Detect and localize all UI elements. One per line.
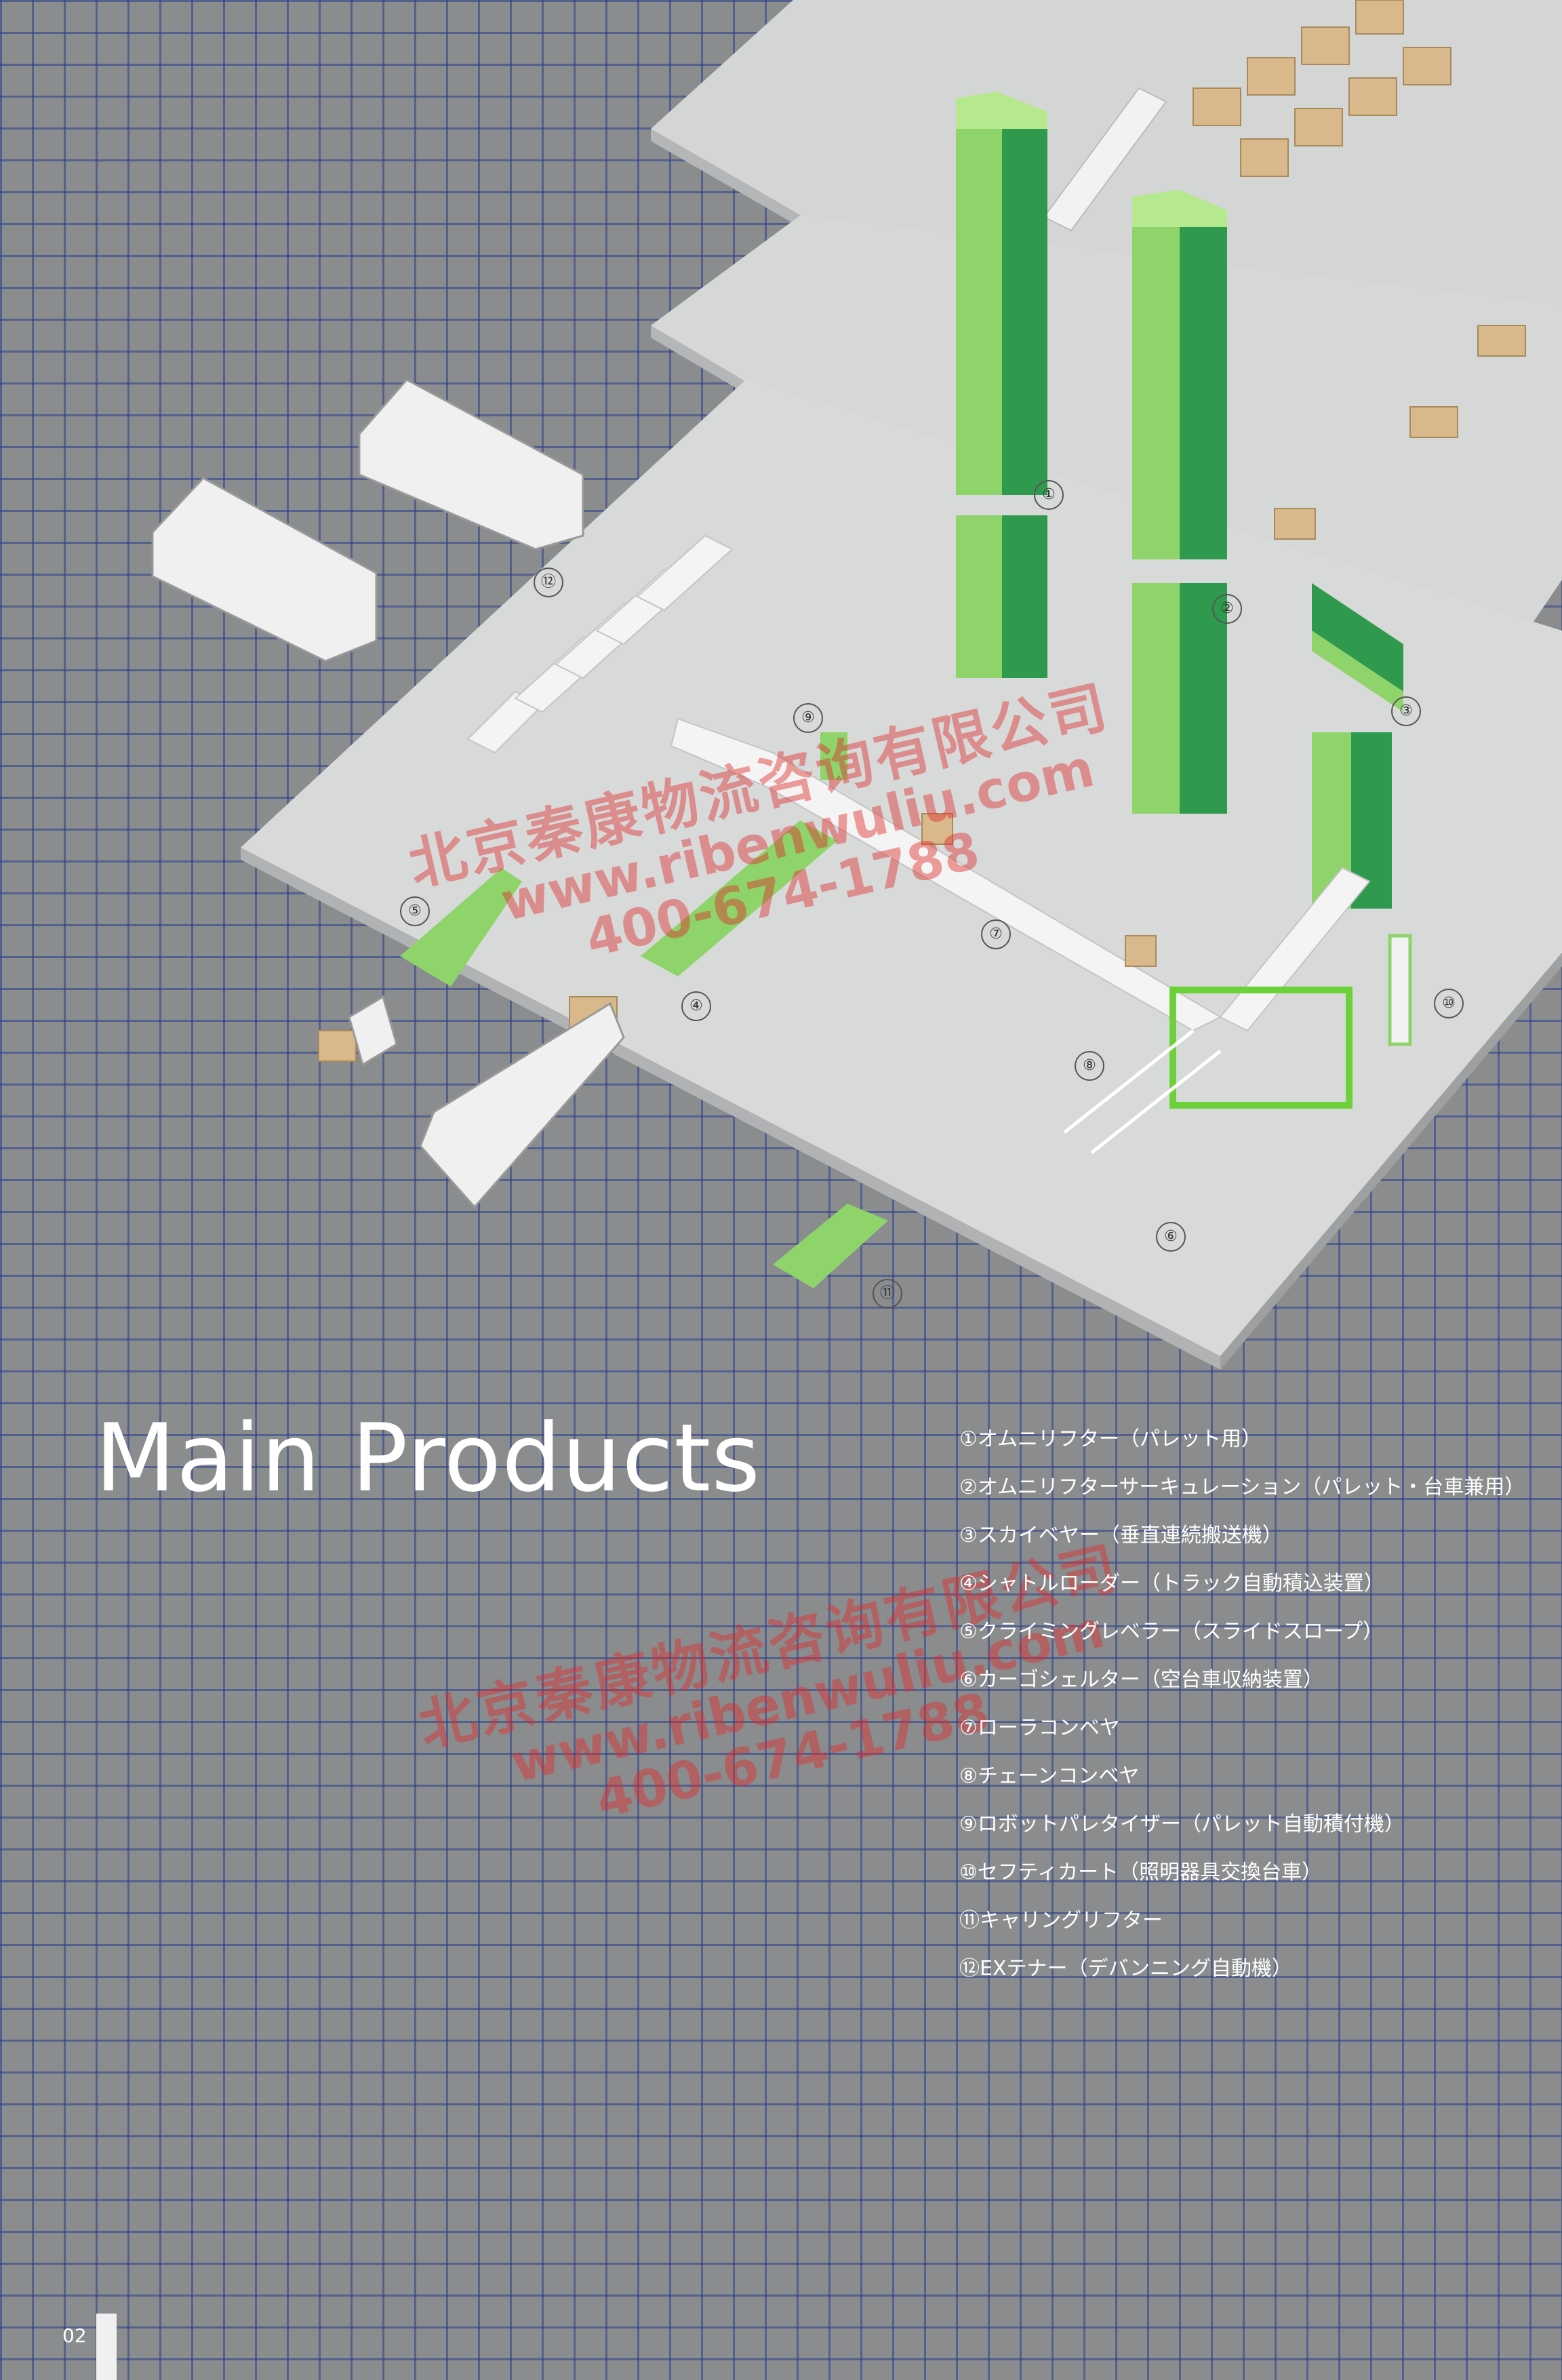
pallet-stack <box>1403 47 1451 85</box>
product-item: ①オムニリフター（パレット用） <box>959 1427 1262 1451</box>
page-tab <box>96 2314 117 2380</box>
product-item: ④シャトルローダー（トラック自動積込装置） <box>959 1572 1384 1595</box>
robot-palletizer <box>820 732 847 780</box>
product-item: ⑨ロボットパレタイザー（パレット自動積付機） <box>959 1812 1405 1836</box>
pallet-stack <box>1409 406 1458 438</box>
pallet-stack <box>1348 77 1397 116</box>
lifter-1-side <box>1002 129 1047 495</box>
product-list: ①オムニリフター（パレット用） ②オムニリフターサーキュレーション（パレット・台… <box>959 1427 1525 2005</box>
forklift <box>348 995 398 1067</box>
pallet-stack <box>1240 138 1289 177</box>
callout-5: ⑤ <box>400 896 430 926</box>
truck-upper <box>358 378 584 551</box>
lifter-1-lower <box>956 515 1002 678</box>
callout-10: ⑩ <box>1434 989 1464 1018</box>
ground-floor-slab <box>241 380 1562 1356</box>
upper-conveyor <box>1043 87 1167 232</box>
lifter-towers <box>956 92 1403 909</box>
callout-7: ⑦ <box>981 919 1011 949</box>
pallet-stack <box>1355 0 1404 35</box>
pallet-stack <box>1274 508 1316 540</box>
ground-floor-right-edge <box>1220 953 1562 1370</box>
callout-1: ① <box>1034 480 1064 510</box>
safety-cart <box>1388 934 1412 1046</box>
callout-11: ⑪ <box>873 1279 902 1309</box>
box <box>921 813 953 845</box>
callout-3: ③ <box>1391 696 1421 726</box>
trucks <box>151 378 625 1209</box>
product-item: ⑩セフティカート（照明器具交換台車） <box>959 1861 1323 1884</box>
chain-conveyor <box>1063 1029 1222 1154</box>
pallet-stack <box>1247 57 1296 96</box>
callout-4: ④ <box>681 991 711 1021</box>
callout-8: ⑧ <box>1075 1051 1104 1081</box>
callout-12: ⑫ <box>534 568 563 597</box>
callout-9: ⑨ <box>793 703 823 733</box>
truck-left <box>151 477 378 662</box>
lifter-1-lower-side <box>1002 515 1047 678</box>
page-title: Main Products <box>95 1404 761 1513</box>
lifter-1-front <box>956 129 1002 495</box>
product-item: ⑧チェーンコンベヤ <box>959 1764 1140 1788</box>
page-number: 02 <box>62 2324 87 2347</box>
lifter-2-front <box>1132 227 1180 559</box>
carrying-lifter <box>773 1204 888 1288</box>
product-item: ③スカイベヤー（垂直連続搬送機） <box>959 1524 1283 1547</box>
product-item: ⑥カーゴシェルター（空台車収納装置） <box>959 1668 1323 1692</box>
skyveyor-top <box>1312 583 1403 692</box>
pallet-stack <box>1193 87 1241 126</box>
pallet-stack <box>1294 108 1343 146</box>
product-item: ⑪キャリングリフター <box>959 1909 1163 1932</box>
conveyor-row <box>636 534 734 612</box>
pallet-stack <box>1301 26 1350 65</box>
callout-6: ⑥ <box>1156 1222 1186 1252</box>
lifter-2-lower <box>1132 583 1180 814</box>
ground-floor-edge <box>241 848 1220 1370</box>
pallet-stack <box>1477 325 1526 357</box>
shuttle-loader <box>641 820 837 976</box>
product-item: ⑤クライミングレベラー（スライドスロープ） <box>959 1620 1384 1644</box>
roller-conveyors <box>466 534 1371 1032</box>
skyveyor-front <box>1312 631 1403 712</box>
callout-2: ② <box>1212 594 1242 624</box>
product-item: ②オムニリフターサーキュレーション（パレット・台車兼用） <box>959 1475 1525 1499</box>
ground-equipment <box>400 732 1412 1288</box>
product-item: ⑦ローラコンベヤ <box>959 1716 1120 1740</box>
box <box>318 1030 357 1062</box>
lifter-2-side <box>1180 227 1227 559</box>
product-item: ⑫EXテナー（デバンニング自動機） <box>959 1957 1293 1981</box>
truck-loading <box>419 1001 625 1209</box>
pallet-storage <box>1193 0 1526 540</box>
box <box>1125 935 1157 967</box>
climbing-leveler <box>400 868 522 987</box>
